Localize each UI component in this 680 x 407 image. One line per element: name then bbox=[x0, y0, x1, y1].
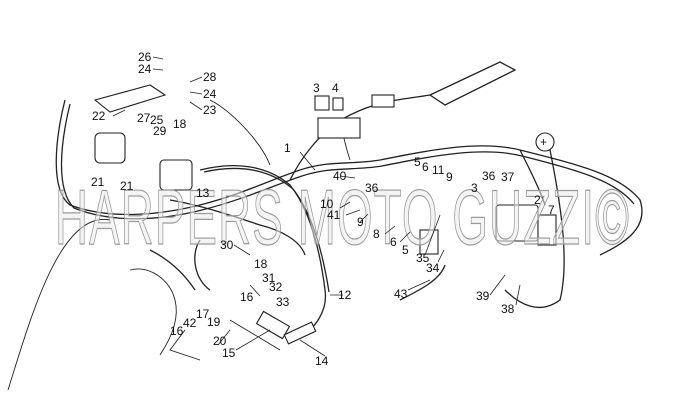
part-label: 36 bbox=[365, 181, 379, 195]
part-label: 18 bbox=[254, 257, 268, 271]
relay-small bbox=[332, 97, 344, 111]
part-label: 39 bbox=[476, 289, 490, 303]
part-label: 40 bbox=[333, 169, 347, 183]
part-label: 24 bbox=[138, 62, 152, 76]
plus-symbol: + bbox=[540, 135, 547, 149]
part-label: 6 bbox=[422, 160, 429, 174]
part-label: 7 bbox=[548, 203, 555, 217]
part-label: 31 bbox=[262, 271, 276, 285]
part-label: 21 bbox=[91, 175, 105, 189]
part-label: 3 bbox=[471, 181, 478, 195]
ignition-coil-2 bbox=[159, 159, 193, 191]
part-label: 41 bbox=[327, 208, 341, 222]
wiring-harness bbox=[7, 61, 643, 391]
part-label: 3 bbox=[313, 81, 320, 95]
part-label: 32 bbox=[269, 280, 283, 294]
part-label: 13 bbox=[196, 186, 210, 200]
part-label: 18 bbox=[173, 117, 187, 131]
part-label: 4 bbox=[332, 81, 339, 95]
part-label: 5 bbox=[414, 155, 421, 169]
rectifier bbox=[537, 214, 557, 246]
part-label: 43 bbox=[394, 287, 408, 301]
part-label: 24 bbox=[203, 87, 217, 101]
part-label: 2 bbox=[534, 193, 541, 207]
watermark: HARPERS MOTO GUZZI© bbox=[55, 173, 630, 261]
leader-lines bbox=[112, 56, 521, 357]
part-label: 38 bbox=[501, 302, 515, 316]
components: + bbox=[93, 84, 557, 361]
part-label: 37 bbox=[501, 170, 515, 184]
part-label: 17 bbox=[196, 307, 210, 321]
part-label: 33 bbox=[276, 295, 290, 309]
part-label: 21 bbox=[120, 179, 134, 193]
part-label: 26 bbox=[138, 50, 152, 64]
part-label: 19 bbox=[207, 315, 221, 329]
part-label: 28 bbox=[203, 70, 217, 84]
part-label: 5 bbox=[402, 243, 409, 257]
part-label: 36 bbox=[482, 169, 496, 183]
part-label: 29 bbox=[153, 124, 167, 138]
part-label: 6 bbox=[390, 235, 397, 249]
part-label: 15 bbox=[222, 346, 236, 360]
part-label: 30 bbox=[220, 238, 234, 252]
part-label: 22 bbox=[92, 109, 106, 123]
relay bbox=[314, 95, 330, 111]
fuse-box bbox=[317, 117, 361, 139]
part-label: 9 bbox=[446, 170, 453, 184]
part-label: 25 bbox=[150, 113, 164, 127]
part-label: 12 bbox=[338, 288, 352, 302]
part-label: 14 bbox=[315, 354, 329, 368]
part-label: 1 bbox=[284, 141, 291, 155]
part-labels: 26 24 28 24 23 22 27 25 18 29 21 21 13 1… bbox=[91, 50, 555, 368]
part-label: 23 bbox=[203, 103, 217, 117]
mounting-bracket bbox=[93, 84, 167, 113]
sensor-34 bbox=[419, 229, 439, 255]
part-label: 34 bbox=[426, 261, 440, 275]
part-label: 16 bbox=[240, 290, 254, 304]
connector bbox=[371, 94, 395, 108]
part-label: 11 bbox=[432, 163, 445, 177]
part-label: 16 bbox=[170, 324, 184, 338]
spark-plug-cap bbox=[255, 310, 291, 340]
part-label: 10 bbox=[320, 197, 334, 211]
plus-terminal bbox=[535, 132, 555, 152]
part-label: 27 bbox=[137, 111, 151, 125]
part-label: 20 bbox=[213, 334, 227, 348]
part-label: 42 bbox=[183, 316, 197, 330]
ignition-coil-1 bbox=[94, 132, 126, 164]
part-label: 35 bbox=[416, 251, 430, 265]
part-label: 8 bbox=[373, 227, 380, 241]
spark-plug-lead bbox=[283, 321, 317, 345]
